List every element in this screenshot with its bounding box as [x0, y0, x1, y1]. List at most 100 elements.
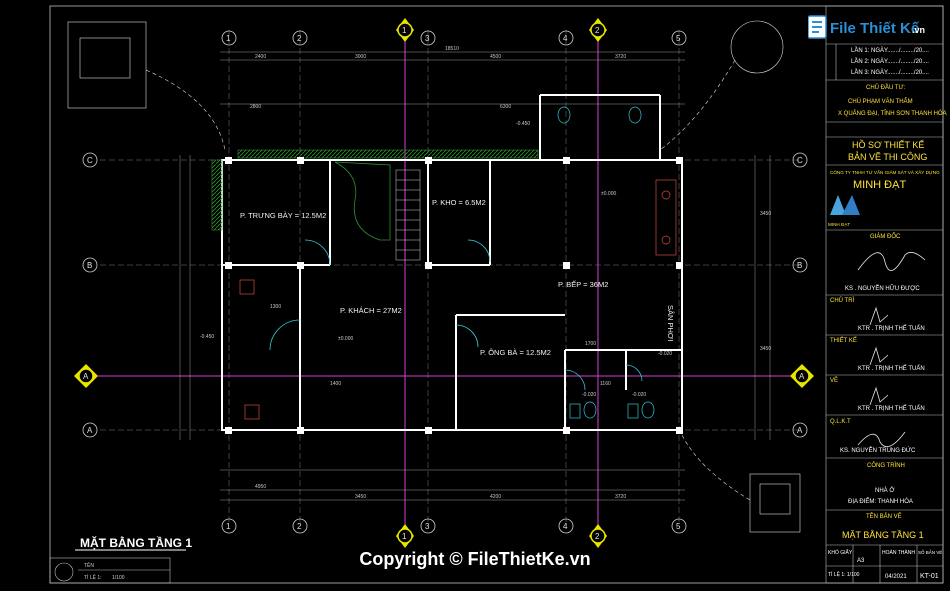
owner-name: CHÚ PHẠM VĂN THẨM	[848, 98, 913, 105]
company-mark-icon	[830, 195, 860, 215]
level-3: -0.450	[200, 334, 214, 340]
garden-strip	[237, 149, 539, 159]
axis-c-right: C	[797, 156, 803, 165]
axis-b-left: B	[87, 261, 92, 270]
dim-val-2: 1400	[330, 381, 341, 387]
company-line: CÔNG TY TNHH TƯ VẤN GIÁM SÁT VÀ XÂY DỰNG	[830, 169, 940, 175]
paper-label: KHỔ GIẤY	[828, 549, 853, 556]
revision-2: LẦN 2: NGÀY......./......../20....	[851, 58, 929, 65]
dim-top-total: 18510	[445, 46, 459, 52]
signature-thiet-ke	[869, 346, 889, 366]
axis-letter-labels: C B A C B A	[87, 156, 803, 435]
level-7: -0.020	[632, 392, 646, 398]
axis-2-top: 2	[297, 34, 302, 43]
scale-value: 1/100	[112, 575, 125, 581]
dim-val-5: 6300	[500, 104, 511, 110]
chu-tri-name: KTR . TRỊNH THẾ TUẤN	[858, 325, 925, 332]
scale-text: TỈ LỆ 1: 1/100	[828, 570, 860, 578]
company-logo-text: MINH ĐẠT	[828, 222, 850, 227]
room-ong-ba: P. ÔNG BÀ = 12.5M2	[480, 348, 551, 357]
kitchen-fixtures	[239, 179, 677, 420]
dim-top-4: 3720	[615, 54, 626, 60]
toilets	[557, 106, 655, 419]
chu-tri-label: CHỦ TRÌ	[830, 297, 855, 304]
level-1: -0.450	[516, 121, 530, 127]
title-block-frame	[825, 5, 944, 584]
dim-val-6: 2800	[250, 104, 261, 110]
plan-label-box	[49, 557, 171, 584]
dim-top-3: 4500	[490, 54, 501, 60]
axis-b-right: B	[797, 261, 802, 270]
revision-1: LẦN 1: NGÀY......./......../20....	[851, 47, 929, 54]
qlkt-name: KS. NGUYỄN TRUNG ĐỨC	[840, 447, 916, 454]
axis-3-top: 3	[425, 34, 430, 43]
axis-a-right: A	[797, 426, 803, 435]
location: ĐỊA ĐIỂM: THANH HÓA	[848, 498, 913, 505]
dim-bottom-3: 4200	[490, 494, 501, 500]
owner-address: X QUẢNG ĐẠI, TĨNH SƠN THANH HÓA	[838, 110, 947, 117]
axis-1-bottom: 1	[226, 522, 231, 531]
room-kho: P. KHO = 6.5M2	[432, 198, 486, 207]
level-2: ±0.000	[601, 191, 616, 197]
title-block-texts: LẦN 1: NGÀY......./......../20.... LẦN 2…	[828, 47, 947, 580]
axis-4-top: 4	[563, 34, 568, 43]
marker-1-top: 1	[402, 26, 407, 35]
sheet-label: SỐ BẢN VẼ	[918, 549, 942, 555]
room-trung-bay: P. TRƯNG BÀY = 12.5M2	[240, 211, 326, 220]
project-label: CÔNG TRÌNH	[867, 462, 905, 469]
walls	[221, 94, 683, 431]
axis-1-top: 1	[226, 34, 231, 43]
section-marker-labels: 1 2 1 2 A A	[83, 26, 805, 541]
ve-name: KTR . TRỊNH THẾ TUẤN	[858, 405, 925, 412]
main-axes	[98, 40, 790, 525]
qlkt-label: Q.L.K.T	[830, 419, 851, 425]
ten-label: TÊN	[84, 561, 94, 569]
section-markers	[74, 18, 814, 548]
axis-5-top: 5	[676, 34, 681, 43]
director-label: GIÁM ĐỐC	[870, 233, 901, 240]
dim-right-1: 3450	[760, 211, 771, 217]
ve-label: VẼ	[830, 377, 838, 384]
garden-hatch	[211, 159, 223, 231]
doc-type-1: HỒ SƠ THIẾT KẾ	[852, 139, 924, 150]
plan-title: MẶT BẰNG TẦNG 1	[80, 536, 192, 550]
dim-val-1: 1300	[270, 304, 281, 310]
marker-2-bottom: 2	[595, 532, 600, 541]
company-name: MINH ĐẠT	[853, 179, 906, 191]
axis-number-labels: 1 2 3 4 5 1 2 3 4 5	[226, 34, 681, 531]
dim-top-1: 2400	[255, 54, 266, 60]
date: 04/2021	[885, 574, 907, 580]
signature-chu-tri	[869, 306, 889, 326]
logo-domain: .vn	[912, 25, 925, 35]
signature-director	[857, 252, 926, 271]
dim-bottom-4: 3720	[615, 494, 626, 500]
detail-callouts	[67, 20, 801, 533]
dim-val-4: 1700	[585, 341, 596, 347]
level-6: -0.020	[582, 392, 596, 398]
garden-bed	[334, 161, 391, 241]
axis-4-bottom: 4	[563, 522, 568, 531]
doc-type-2: BẢN VẼ THI CÔNG	[848, 151, 927, 162]
axis-number-bubbles	[221, 30, 687, 534]
room-labels: P. TRƯNG BÀY = 12.5M2 P. KHO = 6.5M2 P. …	[240, 198, 675, 357]
dim-bottom-2: 3450	[355, 494, 366, 500]
axis-c-left: C	[87, 156, 93, 165]
marker-2-top: 2	[595, 26, 600, 35]
thiet-ke-label: THIẾT KẾ	[830, 337, 857, 344]
logo-text: File Thiết Kế	[830, 20, 920, 37]
dimension-lines	[179, 51, 771, 501]
doors	[269, 239, 643, 391]
axis-2-bottom: 2	[297, 522, 302, 531]
room-san-phoi: SÂN PHƠI	[666, 305, 675, 341]
level-5: -0.020	[658, 351, 672, 357]
revision-3: LẦN 3: NGÀY......./......../20....	[851, 69, 929, 76]
columns	[225, 157, 683, 434]
drawing-name-label: TÊN BẢN VẼ	[866, 512, 902, 520]
paper-value: A3	[857, 558, 865, 564]
filethietke-logo: File Thiết Kế .vn	[807, 14, 926, 40]
thiet-ke-name: KTR . TRỊNH THẾ TUẤN	[858, 365, 925, 372]
level-marks: -0.450 ±0.000 -0.450 ±0.000 -0.020 -0.02…	[200, 121, 672, 398]
owner-label: CHỦ ĐẦU TƯ:	[866, 84, 906, 91]
axis-a-left: A	[87, 426, 93, 435]
